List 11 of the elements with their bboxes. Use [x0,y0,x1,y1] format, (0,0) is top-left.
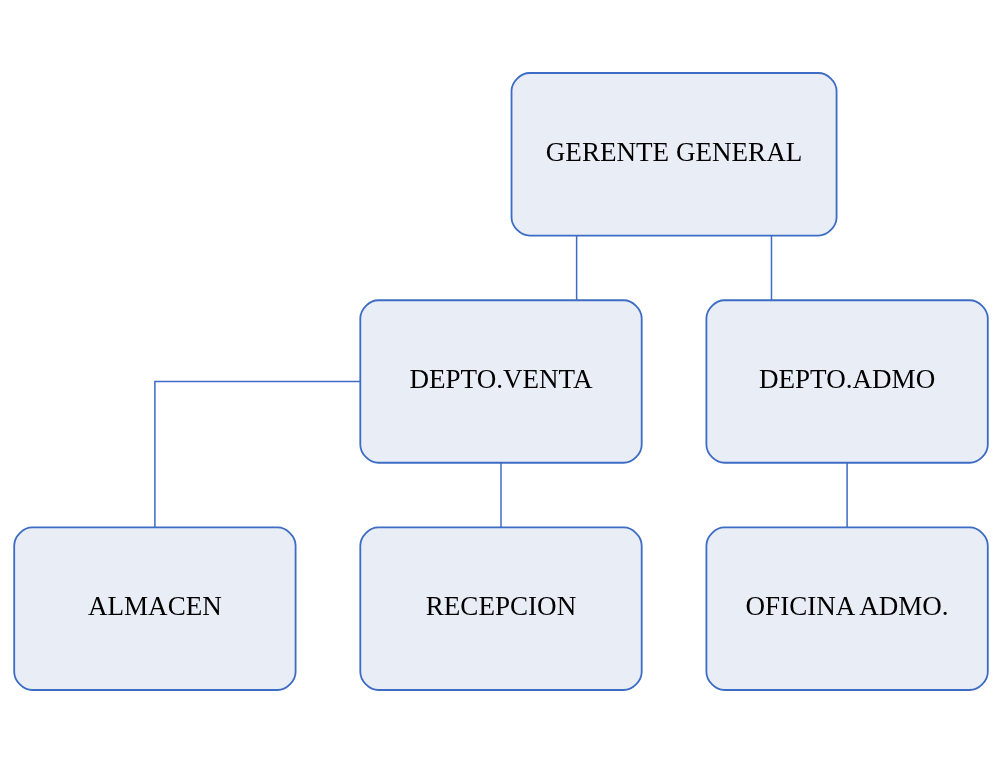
connector [846,462,848,528]
node-box: GERENTE GENERAL [510,72,838,237]
node-box: OFICINA ADMO. [705,526,989,691]
connector [770,234,773,301]
node-box: DEPTO.ADMO [705,299,989,464]
node-box: RECEPCION [359,526,643,691]
connector [500,462,502,528]
node-box: DEPTO.VENTA [359,299,643,464]
connector [575,234,578,301]
node-box: ALMACEN [13,526,297,691]
connector [154,380,361,529]
